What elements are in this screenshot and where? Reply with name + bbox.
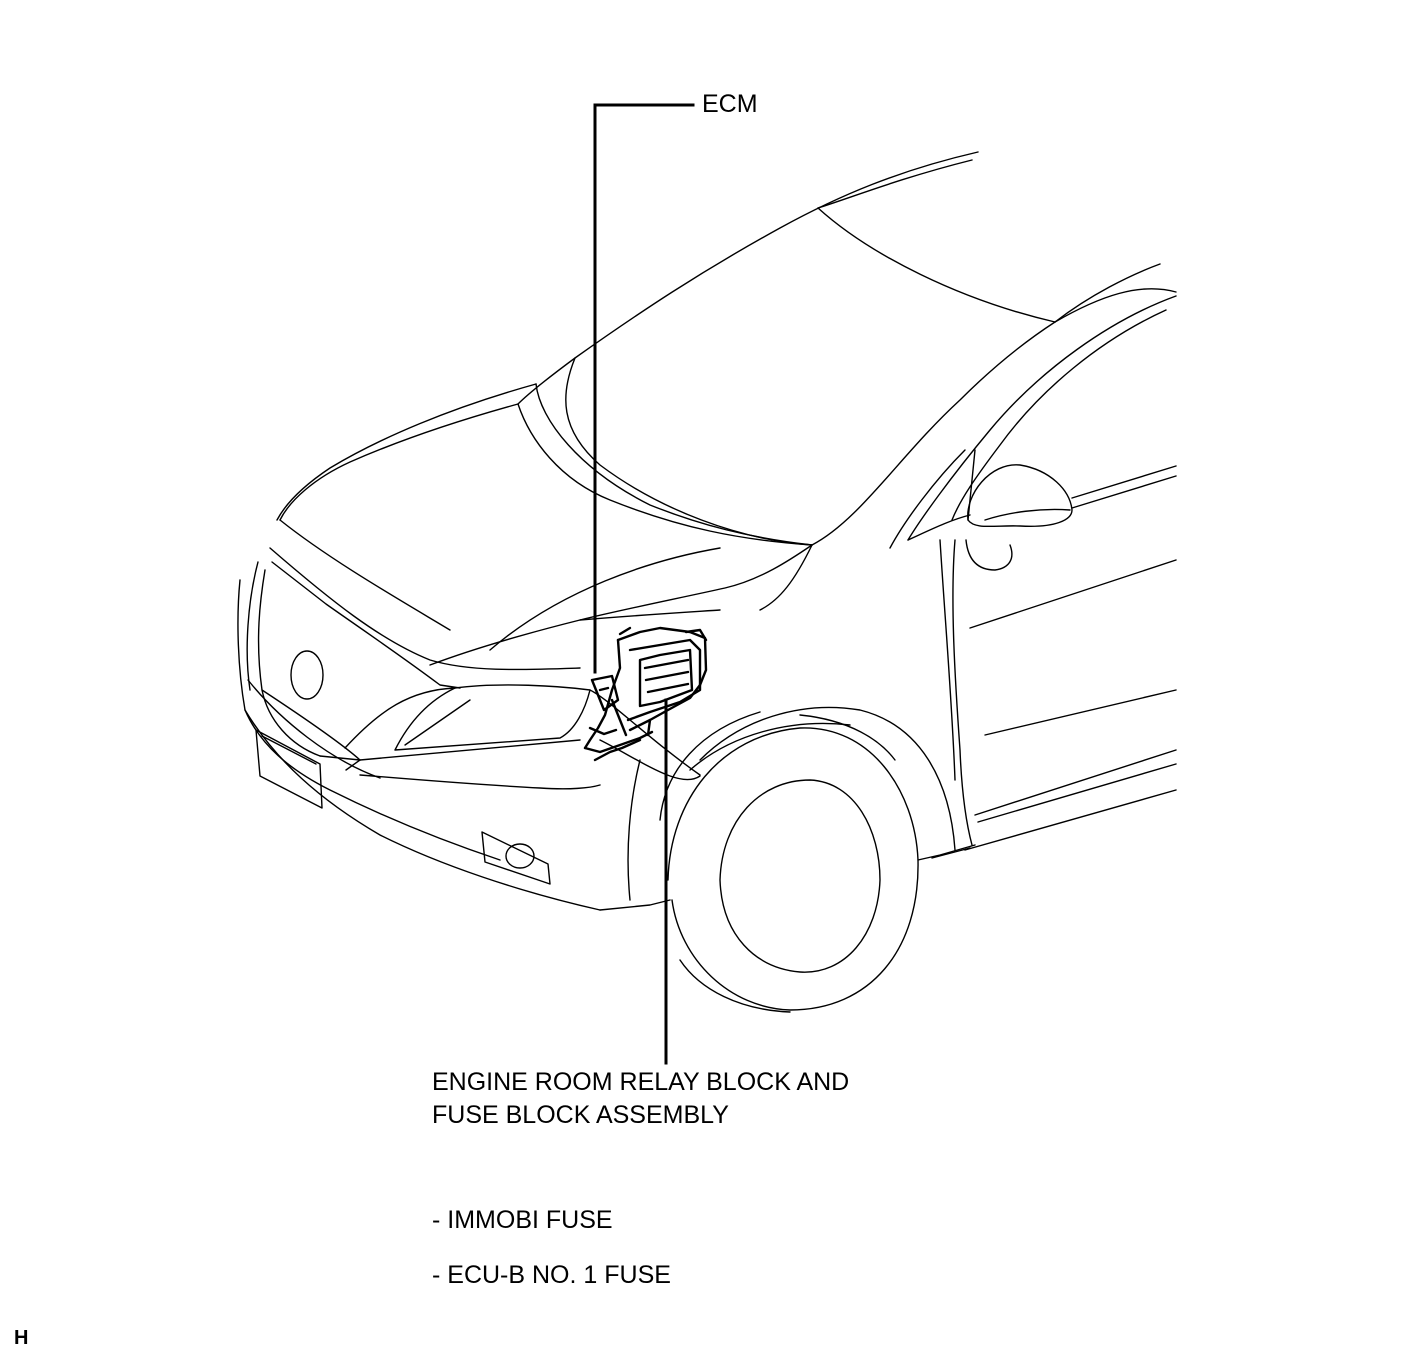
relay-block-label-line-1: ENGINE ROOM RELAY BLOCK AND [432,1068,850,1096]
vehicle-outline [237,151,1177,1013]
fuse-list-item: - ECU-B NO. 1 FUSE [432,1261,671,1289]
relay-block-label: ENGINE ROOM RELAY BLOCK AND FUSE BLOCK A… [432,1066,849,1132]
ecm-leader-line [593,103,695,674]
relay-block-label-line-2: FUSE BLOCK ASSEMBLY [432,1101,729,1129]
ecm-label: ECM [702,90,758,118]
relay-block-illustration [583,626,708,762]
figure-code: H [14,1327,29,1349]
leader-lines [593,103,695,1065]
fuse-list-item: - IMMOBI FUSE [432,1206,613,1234]
